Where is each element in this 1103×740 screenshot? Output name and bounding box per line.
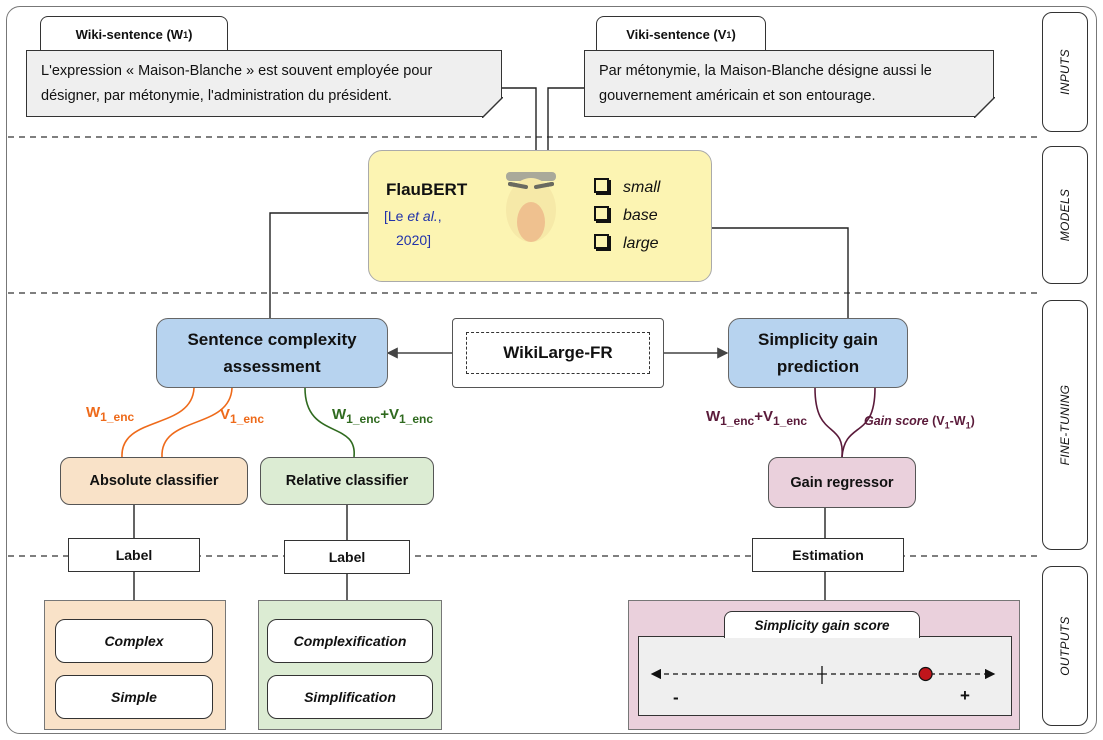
dataset-box: WikiLarge-FR — [466, 332, 650, 374]
model-citation-year: 2020] — [396, 232, 432, 248]
absolute-output-panel: Complex Simple — [44, 600, 226, 730]
wv-enc-label-relative: W1_enc+V1_enc — [332, 406, 434, 426]
model-option-large[interactable]: large — [594, 234, 659, 253]
checkbox-icon[interactable] — [594, 178, 609, 193]
model-option-base[interactable]: base — [594, 206, 658, 225]
output-connectors — [133, 505, 826, 600]
label-box-absolute: Label — [68, 538, 200, 572]
section-label-fine-tuning: FINE-TUNING — [1042, 300, 1088, 550]
checkbox-icon[interactable] — [594, 206, 609, 221]
wv-enc-label-gain: W1_enc+V1_enc — [706, 408, 808, 428]
v-enc-label: V1_enc — [220, 406, 265, 426]
model-citation: [Le et al., — [384, 208, 442, 224]
wiki-sentence-line: désigner, par métonymie, l'administratio… — [41, 88, 392, 104]
wiki-sentence-line: L'expression « Maison-Blanche » est souv… — [41, 63, 433, 79]
model-option-small[interactable]: small — [594, 178, 660, 197]
viki-sentence-line: gouvernement américain et son entourage. — [599, 88, 876, 104]
model-connectors — [269, 87, 849, 318]
relative-classifier-box: Relative classifier — [260, 457, 434, 505]
gain-regressor-box: Gain regressor — [768, 457, 916, 508]
diagram-frame — [6, 6, 1097, 734]
section-label-inputs: INPUTS — [1042, 12, 1088, 132]
score-marker — [918, 666, 933, 682]
label-box-relative: Label — [284, 540, 410, 574]
scale-minus-label: - — [673, 688, 679, 707]
viki-sentence-box: Par métonymie, la Maison-Blanche désigne… — [584, 50, 994, 117]
absolute-classifier-box: Absolute classifier — [60, 457, 248, 505]
w-enc-label: W1_enc — [86, 404, 135, 424]
section-label-outputs: OUTPUTS — [1042, 566, 1088, 726]
section-label-models: MODELS — [1042, 146, 1088, 284]
estimation-box: Estimation — [752, 538, 904, 572]
gain-score-label: Gain score (V1-W1) — [864, 414, 975, 431]
scale-plus-label: + — [960, 686, 970, 705]
output-complex: Complex — [55, 619, 213, 663]
gain-score-title: Simplicity gain score — [724, 611, 920, 638]
dataset-outer-box — [452, 318, 664, 388]
output-simple: Simple — [55, 675, 213, 719]
viki-sentence-line: Par métonymie, la Maison-Blanche désigne… — [599, 63, 932, 79]
gain-scale-axis — [650, 666, 996, 684]
wiki-sentence-box: L'expression « Maison-Blanche » est souv… — [26, 50, 502, 117]
model-name: FlauBERT — [386, 180, 468, 199]
page-fold-icon — [482, 97, 503, 118]
output-complexification: Complexification — [267, 619, 433, 663]
bert-face-icon — [506, 172, 556, 242]
encoding-curves — [121, 387, 876, 458]
checkbox-icon[interactable] — [594, 234, 609, 249]
page-fold-icon — [974, 97, 995, 118]
output-simplification: Simplification — [267, 675, 433, 719]
relative-output-panel: Complexification Simplification — [258, 600, 442, 730]
